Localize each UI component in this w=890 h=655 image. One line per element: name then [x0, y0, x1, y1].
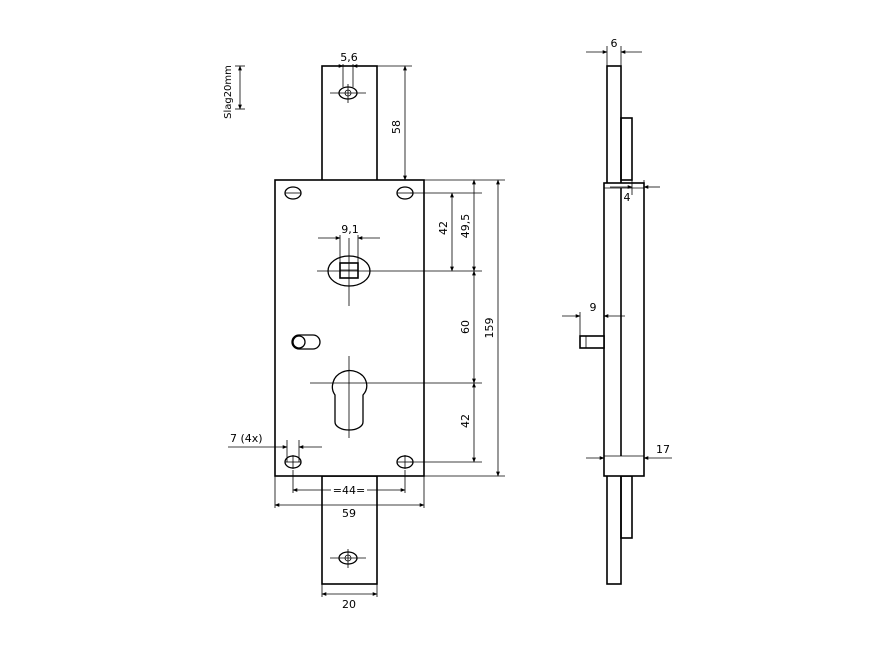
- dim-bolt-height: 58: [390, 120, 403, 134]
- top-bolt-bar: [321, 65, 378, 183]
- dim-bolt-offset: 4: [624, 191, 631, 204]
- side-latch: [579, 335, 605, 349]
- dim-follower-square: 9,1: [341, 223, 359, 236]
- dim-49-5: 49,5: [459, 214, 472, 239]
- dim-hole-spacing: =44=: [333, 484, 365, 497]
- dim-case-depth: 17: [656, 443, 670, 456]
- stroke-label: Slag20mm: [223, 65, 234, 119]
- front-view: 5,6 58 9,1 42 49,5 60 42 159: [228, 51, 505, 611]
- dim-42-bottom: 42: [459, 414, 472, 428]
- dim-case-width: 59: [342, 507, 356, 520]
- dim-bolt-width: 5,6: [340, 51, 358, 64]
- dim-60: 60: [459, 320, 472, 334]
- stroke-annotation: Slag20mm: [223, 65, 245, 119]
- side-bottom-bolt: [620, 475, 633, 539]
- side-top-bolt: [620, 117, 633, 181]
- slide-knob: [291, 334, 321, 350]
- side-case-body: [603, 182, 645, 477]
- dim-holes: 7 (4x): [230, 432, 263, 445]
- dim-42-top: 42: [437, 221, 450, 235]
- dim-plate-thickness: 6: [611, 37, 618, 50]
- cylinder-cutout: [331, 369, 368, 431]
- dim-bar-width: 20: [342, 598, 356, 611]
- dim-total-height: 159: [483, 318, 496, 339]
- dim-latch-projection: 9: [590, 301, 597, 314]
- side-view: 6 4 9 17: [562, 37, 672, 585]
